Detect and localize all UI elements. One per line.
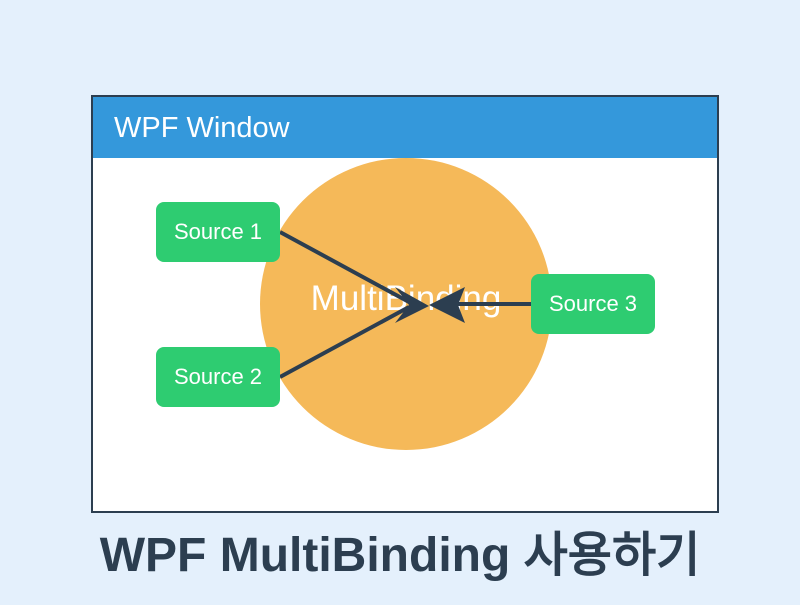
source-2-box: Source 2	[156, 347, 280, 407]
window-titlebar: WPF Window	[93, 97, 717, 158]
arrowhead-source-3	[429, 287, 465, 323]
binding-arrows	[279, 230, 531, 379]
page-caption: WPF MultiBinding 사용하기	[99, 529, 701, 582]
wpf-window: WPF Window MultiBinding Source 1 Source …	[91, 95, 719, 513]
source-3-box: Source 3	[531, 274, 655, 334]
arrowhead-sources-1-2	[395, 287, 429, 323]
window-title: WPF Window	[114, 112, 290, 144]
source-1-box: Source 1	[156, 202, 280, 262]
arrow-source-1	[279, 230, 410, 304]
arrow-source-2	[279, 305, 410, 379]
